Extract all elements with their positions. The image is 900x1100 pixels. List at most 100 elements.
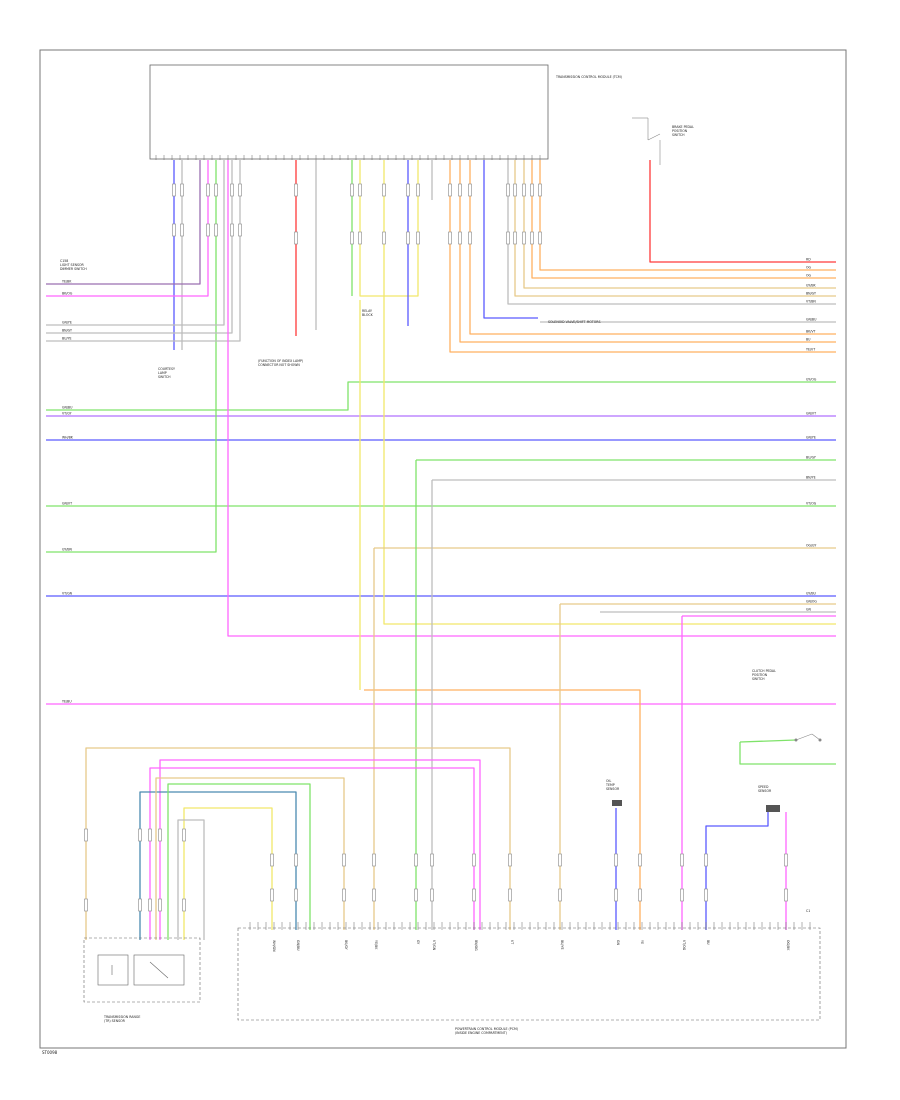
right-wire-label: VT/BN	[806, 300, 816, 304]
left-wire-label: YE/BK	[62, 280, 72, 284]
connector-block	[182, 898, 186, 912]
connector-block	[372, 888, 376, 902]
connector-block	[784, 888, 788, 902]
right-wire-label: BN/YE	[806, 476, 816, 480]
wire-20	[46, 160, 209, 297]
connector-block	[614, 853, 618, 867]
top-module-box	[149, 64, 549, 160]
pcm-pin-label: GY	[416, 940, 420, 944]
wire-15	[46, 160, 217, 553]
connector-block	[214, 183, 218, 197]
wire-52	[149, 767, 475, 940]
connector-block	[614, 888, 618, 902]
connector-block	[148, 828, 152, 842]
connector-block	[784, 853, 788, 867]
connector-block	[358, 183, 362, 197]
right-wire-label: GY/OG	[806, 378, 817, 382]
connector-block	[294, 853, 298, 867]
right-wire-label: VT/OG	[806, 502, 817, 506]
connector-block	[416, 183, 420, 197]
connector-block	[158, 898, 162, 912]
right-bottom-switch	[794, 733, 822, 742]
connector-block	[513, 231, 517, 245]
left-wire-label: BU/YE	[62, 337, 72, 341]
right-wire-label: GN/VT	[806, 412, 816, 416]
wire-2	[531, 160, 836, 279]
connector-block	[182, 828, 186, 842]
connector-block	[558, 853, 562, 867]
left-wire-label: BK/OG	[62, 292, 73, 296]
connector-block	[538, 183, 542, 197]
wire-53	[159, 759, 481, 940]
pcm-pin-label: BK/GY	[344, 940, 348, 950]
wire-29	[383, 160, 836, 625]
connector-block	[238, 183, 242, 197]
right-wire-label: BU/GY	[806, 456, 816, 460]
connector-block	[294, 888, 298, 902]
pcm-pin-label: OG/BK	[786, 940, 790, 951]
wire-57	[177, 819, 205, 940]
connector-block	[530, 183, 534, 197]
pcm-box	[237, 927, 821, 1021]
wire-36	[364, 689, 641, 930]
pcm-pin-label: GN/BU	[296, 940, 300, 951]
connector-block	[472, 853, 476, 867]
connector-block	[513, 183, 517, 197]
right-wire-label: BU	[806, 338, 811, 342]
connector-block	[180, 183, 184, 197]
connector-block	[472, 888, 476, 902]
pcm-pin-label: WH/GN	[272, 940, 276, 952]
pcm-pin-label: VT/OG	[682, 940, 686, 951]
pcm-pin-ref: C1	[806, 909, 810, 913]
right-wire-label: OG	[806, 266, 812, 270]
trans-range-sensor-label: TRANSMISSION RANGE(TR) SENSOR	[103, 1015, 140, 1023]
connector-block	[416, 231, 420, 245]
pcm-pin-label: GN	[616, 940, 620, 945]
connector-block	[172, 183, 176, 197]
connector-block	[270, 888, 274, 902]
wire-30	[359, 160, 419, 297]
connector-block	[158, 828, 162, 842]
connector-block	[522, 231, 526, 245]
left-wire-label: BN/GY	[62, 329, 72, 333]
connector-block	[414, 888, 418, 902]
left-wire-labels: YE/BKBK/OGGN/YEBN/GYBU/YEGN/BUVT/GYWH/BK…	[62, 280, 74, 704]
connector-block	[238, 223, 242, 237]
connector-block	[704, 853, 708, 867]
connector-block	[530, 231, 534, 245]
connector-block	[342, 888, 346, 902]
pcm-label: POWERTRAIN CONTROL MODULE (PCM)(INSIDE E…	[455, 1027, 518, 1035]
left-wire-label: VT/GN	[62, 592, 73, 596]
connector-note: SOLENOID VALVE/SHIFT MOTORS	[548, 320, 601, 324]
wires-group	[46, 160, 836, 940]
connector-block	[230, 183, 234, 197]
wire-9	[449, 160, 836, 353]
connector-block	[342, 853, 346, 867]
left-wire-label: VT/GY	[62, 412, 72, 416]
wire-11	[46, 381, 836, 411]
connector-block	[508, 853, 512, 867]
connector-block	[138, 828, 142, 842]
connector-block	[506, 231, 510, 245]
connector-block	[350, 183, 354, 197]
connector-block	[468, 231, 472, 245]
connector-block	[704, 888, 708, 902]
pcm-pin-label: VT/GN	[432, 940, 436, 951]
connector-block	[638, 888, 642, 902]
wire-49	[705, 812, 769, 930]
right-wire-label: YE/VT	[806, 348, 815, 352]
connector-block	[270, 853, 274, 867]
connector-block	[382, 231, 386, 245]
connector-block	[458, 231, 462, 245]
connector-block	[84, 898, 88, 912]
wire-21	[46, 160, 201, 285]
wire-5	[507, 160, 836, 305]
connector-block	[458, 183, 462, 197]
connector-block	[206, 223, 210, 237]
